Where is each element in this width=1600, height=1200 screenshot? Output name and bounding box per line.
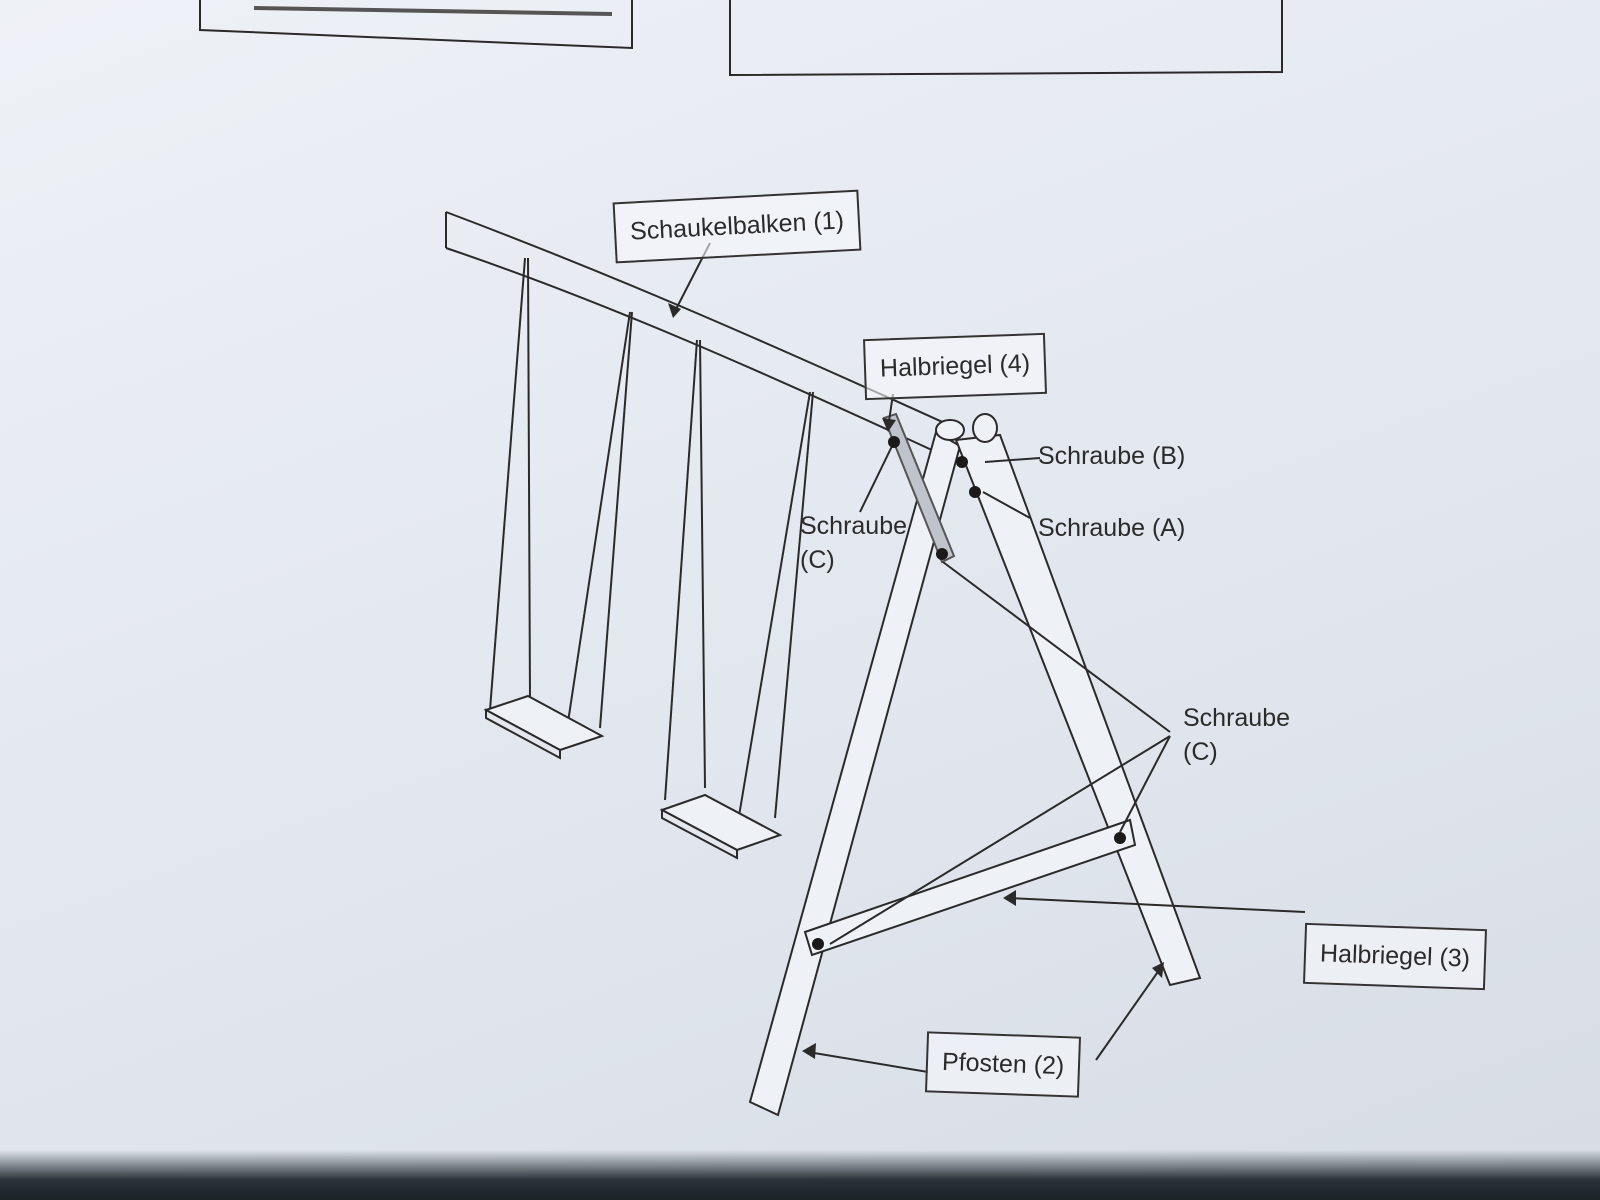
post-front (748, 430, 962, 1117)
screw-dot (1114, 832, 1126, 844)
rope (489, 257, 526, 711)
leader (1095, 965, 1163, 1061)
half-brace-4 (882, 412, 956, 564)
half-brace-3 (803, 818, 1137, 957)
screw-c-right-label: Schraube (1183, 704, 1291, 732)
half-brace-4-label: Halbriegel (4) (862, 332, 1048, 401)
arrowhead (882, 418, 896, 432)
leader (984, 457, 1041, 463)
top-box-left (199, 0, 633, 50)
screw-c-left-label-suffix: (C) (800, 546, 835, 574)
rope (664, 339, 698, 801)
arrowhead (1003, 890, 1016, 906)
screw-dot (812, 938, 824, 950)
screw-dot (936, 548, 948, 560)
leader (1119, 735, 1171, 833)
screw-dot (956, 456, 968, 468)
post-label: Pfosten (2) (924, 1031, 1082, 1098)
leader (1007, 897, 1306, 913)
top-box-left-rule (253, 6, 613, 16)
rope (699, 339, 706, 789)
leader (942, 561, 1171, 733)
arrowhead (1152, 962, 1164, 978)
screw-a-label: Schraube (A) (1038, 514, 1186, 542)
rope (527, 257, 531, 701)
arrowhead (668, 303, 681, 318)
rope (599, 311, 633, 729)
screw-c-left-label: Schraube (800, 512, 908, 540)
swing-seat-side (661, 808, 738, 860)
arrowhead (802, 1043, 816, 1059)
screw-dot (969, 486, 981, 498)
swing-seat-side (485, 708, 561, 760)
rope (774, 391, 814, 819)
screw-dot (888, 436, 900, 448)
leader (829, 735, 1171, 945)
half-brace-3-label: Halbriegel (3) (1302, 922, 1488, 991)
top-box-right (729, 0, 1283, 77)
rope (564, 311, 631, 743)
screw-b-label: Schraube (B) (1038, 442, 1186, 470)
post-top (935, 419, 965, 441)
leader (982, 491, 1031, 519)
table-edge-shadow (0, 1150, 1600, 1200)
screw-c-right-label-suffix: (C) (1183, 738, 1218, 766)
leader (859, 441, 895, 513)
rope (737, 391, 811, 823)
post-top (972, 413, 998, 443)
leader (807, 1051, 929, 1073)
beam-label: Schaukelbalken (1) (612, 189, 862, 264)
